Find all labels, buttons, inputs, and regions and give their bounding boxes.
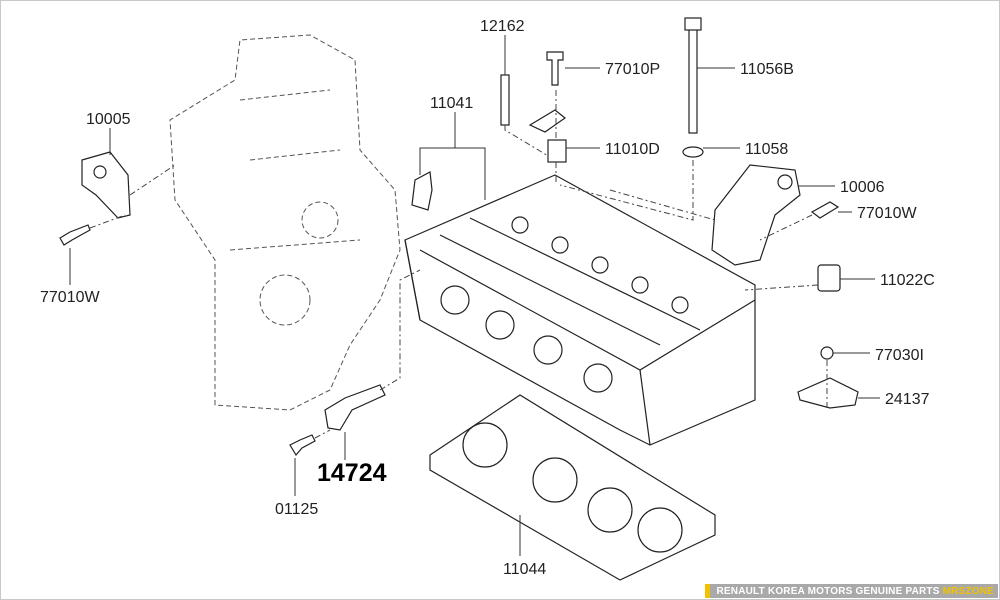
bracket-24137 bbox=[797, 377, 859, 409]
label-77010W-left[interactable]: 77010W bbox=[40, 289, 100, 306]
label-11010D[interactable]: 11010D bbox=[605, 141, 660, 158]
footer-text: RENAULT KOREA MOTORS GENUINE PARTS bbox=[716, 585, 940, 597]
label-24137[interactable]: 24137 bbox=[885, 391, 930, 408]
clip bbox=[528, 109, 567, 133]
sleeve-11010D bbox=[547, 139, 567, 163]
leader-lines bbox=[69, 35, 880, 556]
bracket-10006 bbox=[711, 164, 801, 266]
washer-11058 bbox=[682, 146, 704, 158]
footer-brand: MRSZONE bbox=[942, 585, 994, 597]
label-01125[interactable]: 01125 bbox=[275, 501, 318, 518]
stud-12162 bbox=[500, 74, 510, 126]
label-11041[interactable]: 11041 bbox=[430, 95, 473, 112]
valve-part bbox=[411, 171, 433, 211]
bolt-77030I bbox=[820, 346, 834, 360]
label-77010W-right[interactable]: 77010W bbox=[857, 205, 917, 222]
bracket-10005 bbox=[81, 151, 131, 219]
sensor-14724 bbox=[324, 384, 386, 431]
label-77030I[interactable]: 77030I bbox=[875, 347, 924, 364]
label-14724[interactable]: 14724 bbox=[317, 459, 387, 487]
label-10005[interactable]: 10005 bbox=[86, 111, 131, 128]
timing-cover-outline bbox=[169, 34, 401, 411]
label-11056B[interactable]: 11056B bbox=[740, 61, 794, 78]
bolt-77010P bbox=[546, 51, 564, 86]
bolt-77010W-right bbox=[810, 201, 840, 219]
dowel-11022C bbox=[817, 264, 841, 292]
head-gasket bbox=[429, 394, 716, 581]
footer-banner: RENAULT KOREA MOTORS GENUINE PARTS MRSZO… bbox=[705, 584, 998, 598]
label-11058[interactable]: 11058 bbox=[745, 141, 788, 158]
bolt-77010W-left bbox=[59, 224, 91, 246]
bolt-11056B bbox=[688, 27, 698, 134]
cylinder-head bbox=[404, 174, 756, 446]
label-12162[interactable]: 12162 bbox=[480, 18, 525, 35]
label-11022C[interactable]: 11022C bbox=[880, 272, 935, 289]
label-11044[interactable]: 11044 bbox=[503, 561, 546, 578]
label-77010P[interactable]: 77010P bbox=[605, 61, 660, 78]
label-10006[interactable]: 10006 bbox=[840, 179, 885, 196]
bolt-01125 bbox=[289, 434, 316, 457]
